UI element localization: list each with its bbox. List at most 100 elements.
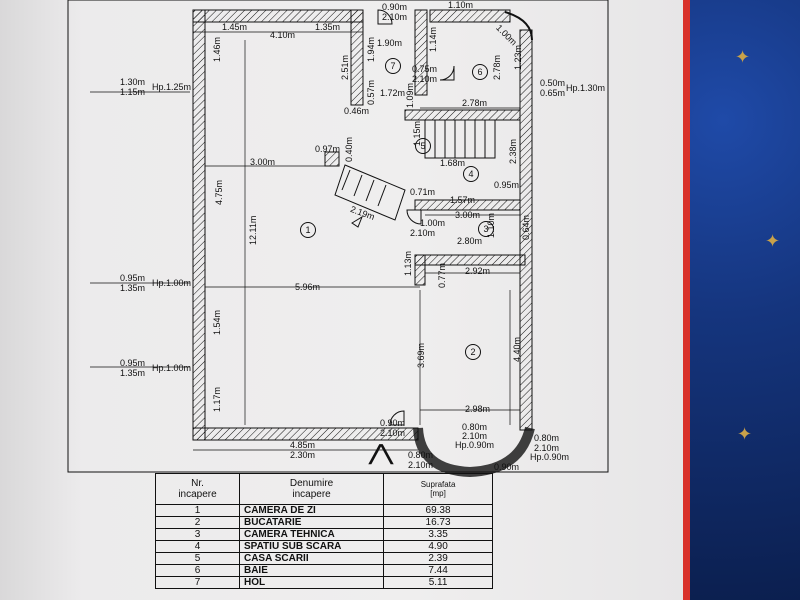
dim-4-40: 4.40m <box>512 336 522 362</box>
blue-fabric-background: ✦ ✦ ✦ <box>690 0 800 600</box>
cell-name: CAMERA DE ZI <box>238 504 385 517</box>
dim-0-77: 0.77m <box>437 262 447 288</box>
dim-1-72: 1.72m <box>380 88 406 98</box>
dim-2-92: 2.92m <box>465 266 491 276</box>
cell-nr: 1 <box>155 504 240 517</box>
dim-2-80: 2.80m <box>457 236 483 246</box>
room-label-2: 2 <box>465 344 481 360</box>
dim-0-80-c: 0.80m <box>408 450 434 460</box>
dim-1-46: 1.46m <box>212 36 222 62</box>
floor-plan-drawing <box>67 0 609 478</box>
window-left-1-hp: Hp.1.25m <box>152 82 192 92</box>
window-right-2-hp: Hp.0.90m <box>530 452 570 462</box>
dim-2-10-b: 2.10m <box>412 74 438 84</box>
cell-nr: 2 <box>155 516 240 529</box>
dim-0-57: 0.57m <box>366 79 376 105</box>
dim-0-95: 0.95m <box>494 180 520 190</box>
cell-area: 2.39 <box>383 552 493 565</box>
dim-1-14: 1.14m <box>428 26 438 52</box>
table-row: 6 BAIE 7.44 <box>155 564 493 577</box>
cell-area: 7.44 <box>383 564 493 577</box>
cell-name: BUCATARIE <box>238 516 385 529</box>
cell-name: SPATIU SUB SCARA <box>238 540 385 553</box>
dim-1-57: 1.57m <box>450 195 476 205</box>
dim-0-97: 0.97m <box>315 144 341 154</box>
dim-3-00: 3.00m <box>250 157 276 167</box>
table-row: 4 SPATIU SUB SCARA 4.90 <box>155 540 493 553</box>
dim-2-78-v: 2.78m <box>492 54 502 80</box>
window-left-2-height: 1.35m <box>120 283 146 293</box>
window-right-1-width: 0.50m <box>540 78 566 88</box>
table-row: 1 CAMERA DE ZI 69.38 <box>155 504 493 517</box>
red-cover-edge <box>683 0 692 600</box>
star-icon: ✦ <box>737 424 753 444</box>
room-label-7: 7 <box>385 58 401 74</box>
dim-0-40: 0.40m <box>344 136 354 162</box>
dim-4-75: 4.75m <box>214 179 224 205</box>
window-left-1-height: 1.15m <box>120 87 146 97</box>
bay-window-height: 2.10m <box>462 431 488 441</box>
dim-1-90: 1.90m <box>377 38 403 48</box>
window-right-2-height: 2.10m <box>534 443 560 453</box>
dim-3-69: 3.69m <box>416 342 426 368</box>
table-row: 5 CASA SCARII 2.39 <box>155 552 493 565</box>
cell-nr: 3 <box>155 528 240 541</box>
dim-1-35: 1.35m <box>315 22 341 32</box>
window-left-1-width: 1.30m <box>120 77 146 87</box>
dim-2-98: 2.98m <box>465 404 491 414</box>
cell-area: 3.35 <box>383 528 493 541</box>
drawing-frame <box>67 0 609 473</box>
table-row: 7 HOL 5.11 <box>155 576 493 589</box>
dim-4-85: 4.85m <box>290 440 316 450</box>
cell-nr: 6 <box>155 564 240 577</box>
room-label-1: 1 <box>300 222 316 238</box>
star-icon: ✦ <box>765 231 781 251</box>
window-left-3-height: 1.35m <box>120 368 146 378</box>
cell-name: BAIE <box>238 564 385 577</box>
window-left-2-hp: Hp.1.00m <box>152 278 192 288</box>
dim-0-90-top: 0.90m <box>382 2 408 12</box>
table-header-row: Nr. incapere Denumire incapere Suprafata… <box>155 473 493 505</box>
star-icon: ✦ <box>735 47 751 67</box>
cell-area: 4.90 <box>383 540 493 553</box>
cell-area: 16.73 <box>383 516 493 529</box>
room-label-4: 4 <box>463 166 479 182</box>
dim-2-10-d: 2.10m <box>380 428 406 438</box>
dim-3-00-b: 3.00m <box>455 210 481 220</box>
dim-1-23: 1.23m <box>513 44 523 70</box>
window-left-3-width: 0.95m <box>120 358 146 368</box>
dim-0-75: 0.75m <box>412 64 438 74</box>
room-area-table: Nr. incapere Denumire incapere Suprafata… <box>155 473 493 589</box>
dim-4-10: 4.10m <box>270 30 296 40</box>
dim-2-51: 2.51m <box>340 54 350 80</box>
header-nr: Nr. incapere <box>155 473 240 505</box>
cell-name: CAMERA TEHNICA <box>238 528 385 541</box>
dim-0-90: 0.90m <box>380 418 406 428</box>
walls <box>192 9 533 441</box>
dim-1-94: 1.94m <box>366 36 376 62</box>
header-name: Denumire incapere <box>238 473 385 505</box>
door-swings <box>351 9 455 426</box>
dim-0-46: 0.46m <box>344 106 370 116</box>
room-label-5: 5 <box>415 138 431 154</box>
dim-0-71: 0.71m <box>410 187 436 197</box>
room-label-6: 6 <box>472 64 488 80</box>
cell-area: 69.38 <box>383 504 493 517</box>
dim-2-78: 2.78m <box>462 98 488 108</box>
dim-1-45: 1.45m <box>222 22 248 32</box>
floor-plan-page: 1.45m 4.10m 1.35m 0.90m 2.10m 1.46m 1.90… <box>67 0 609 589</box>
cell-nr: 5 <box>155 552 240 565</box>
window-left-3-hp: Hp.1.00m <box>152 363 192 373</box>
cell-nr: 7 <box>155 576 240 589</box>
dim-0-64: 0.64m <box>521 214 531 240</box>
north-arrow-icon: ⋀ <box>368 440 394 465</box>
dim-2-38: 2.38m <box>508 138 518 164</box>
dim-2-10-top: 2.10m <box>382 12 408 22</box>
dim-1-68: 1.68m <box>440 158 466 168</box>
dim-5-96: 5.96m <box>295 282 321 292</box>
dim-1-10-top: 1.10m <box>448 0 474 10</box>
dim-1-09: 1.09m <box>405 82 415 108</box>
cell-name: HOL <box>238 576 385 589</box>
bay-window-width: 0.80m <box>462 422 488 432</box>
room-label-3: 3 <box>478 221 494 237</box>
